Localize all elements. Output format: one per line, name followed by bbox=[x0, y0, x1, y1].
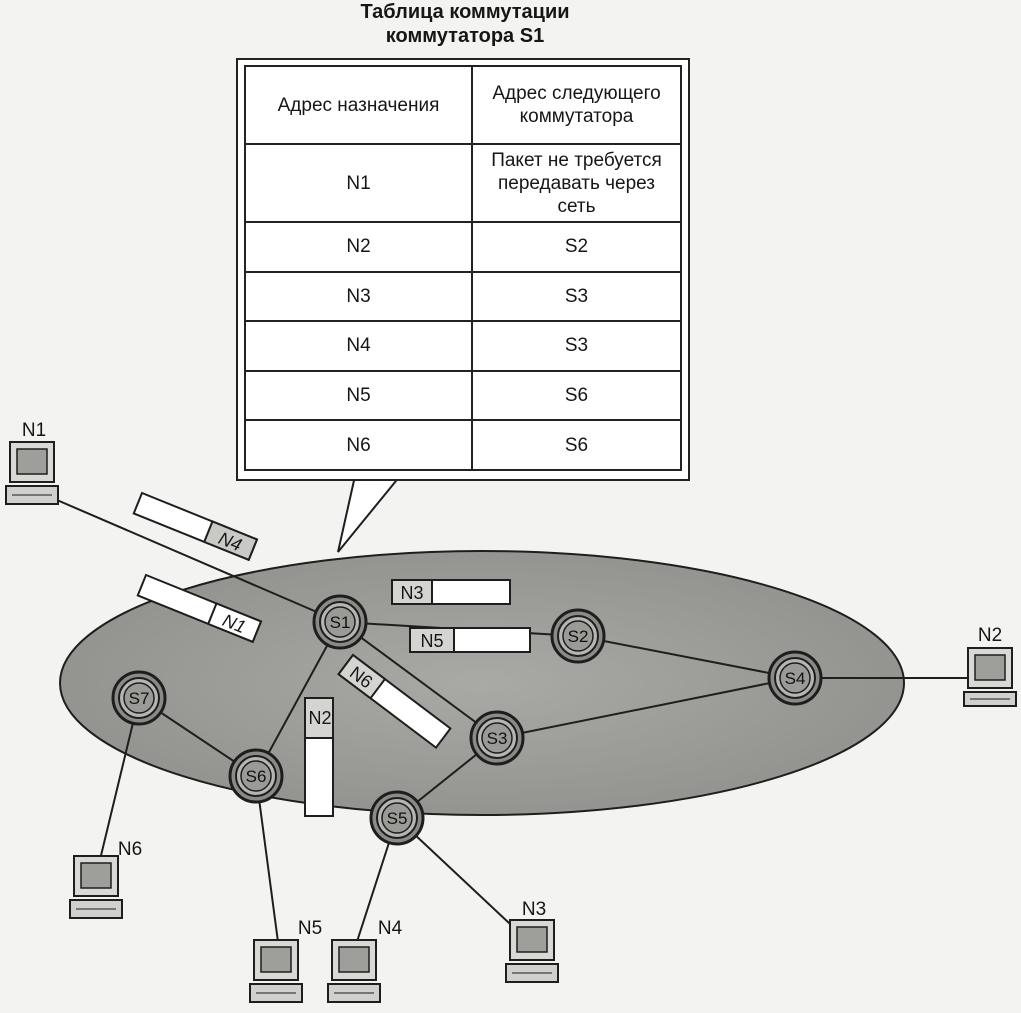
switching-table-box: Адрес назначения Адрес следующего коммут… bbox=[236, 58, 690, 481]
packet-n4: N4 bbox=[132, 491, 259, 562]
node-n4 bbox=[327, 939, 381, 1003]
node-n1-label: N1 bbox=[22, 420, 46, 441]
switching-table: Адрес назначения Адрес следующего коммут… bbox=[244, 65, 682, 471]
switch-s7-label: S7 bbox=[129, 689, 150, 708]
table-title-line2: коммутатора S1 bbox=[385, 25, 545, 47]
switches: S1 S2 S3 S4 bbox=[111, 594, 823, 846]
switch-s5-label: S5 bbox=[387, 809, 408, 828]
cell-next-switch: Пакет не требуется передавать через сеть bbox=[471, 143, 682, 223]
node-n2 bbox=[963, 647, 1017, 707]
switch-s4-label: S4 bbox=[785, 669, 806, 688]
switch-s3-label: S3 bbox=[487, 729, 508, 748]
switch-s2-label: S2 bbox=[568, 627, 589, 646]
switch-s4: S4 bbox=[767, 650, 823, 706]
link-n5-s6 bbox=[255, 775, 281, 958]
node-n2-label: N2 bbox=[978, 625, 1002, 646]
node-n5 bbox=[249, 939, 303, 1003]
switch-s1-label: S1 bbox=[330, 613, 351, 632]
header-destination: Адрес назначения bbox=[244, 65, 473, 145]
table-row: N2 S2 bbox=[244, 221, 682, 273]
cell-destination: N5 bbox=[244, 369, 473, 422]
table-row: N4 S3 bbox=[244, 320, 682, 372]
computer-icon bbox=[963, 647, 1017, 707]
switch-s3: S3 bbox=[469, 710, 525, 766]
switch-s6: S6 bbox=[228, 748, 284, 804]
packet-n3: N3 bbox=[391, 579, 511, 605]
cell-destination: N6 bbox=[244, 419, 473, 471]
table-row: N1 Пакет не требуется передавать через с… bbox=[244, 143, 682, 223]
computer-icon bbox=[327, 939, 381, 1003]
cell-next-switch: S6 bbox=[471, 419, 682, 471]
packet-n3-label: N3 bbox=[400, 583, 423, 603]
node-n6 bbox=[69, 855, 123, 919]
node-n6-label: N6 bbox=[118, 839, 142, 860]
table-row: N6 S6 bbox=[244, 419, 682, 471]
cell-next-switch: S6 bbox=[471, 369, 682, 422]
packet-n2-label: N2 bbox=[308, 708, 331, 728]
cell-destination: N4 bbox=[244, 320, 473, 372]
header-next-switch: Адрес следующего коммутатора bbox=[471, 65, 682, 145]
table-row: N3 S3 bbox=[244, 270, 682, 323]
callout-pointer bbox=[337, 475, 403, 553]
packet-n5: N5 bbox=[409, 627, 531, 653]
link-s2-s4 bbox=[577, 635, 796, 679]
switch-s1: S1 bbox=[312, 594, 368, 650]
cell-destination: N2 bbox=[244, 221, 473, 273]
packet-n1: N1 bbox=[136, 573, 263, 644]
cell-destination: N3 bbox=[244, 270, 473, 323]
table-row: N5 S6 bbox=[244, 369, 682, 422]
link-n1-s1 bbox=[49, 496, 341, 623]
switch-s6-label: S6 bbox=[246, 767, 267, 786]
cell-next-switch: S3 bbox=[471, 320, 682, 372]
computer-icon bbox=[505, 919, 559, 983]
link-n3-s5 bbox=[396, 817, 525, 938]
switch-s7: S7 bbox=[111, 670, 167, 726]
switch-s5: S5 bbox=[369, 790, 425, 846]
cell-next-switch: S2 bbox=[471, 221, 682, 273]
cell-next-switch: S3 bbox=[471, 270, 682, 323]
table-title: Таблица коммутации коммутатора S1 bbox=[300, 0, 630, 48]
table-header-row: Адрес назначения Адрес следующего коммут… bbox=[244, 65, 682, 145]
packet-n5-label: N5 bbox=[420, 631, 443, 651]
switch-s2: S2 bbox=[550, 608, 606, 664]
computer-icon bbox=[5, 441, 59, 505]
node-n3-label: N3 bbox=[522, 899, 546, 920]
link-s3-s4 bbox=[496, 677, 796, 739]
link-n6-s7 bbox=[97, 697, 140, 869]
node-n5-label: N5 bbox=[298, 918, 322, 939]
link-s1-s6 bbox=[255, 621, 341, 777]
packet-n2: N2 bbox=[304, 697, 334, 817]
table-title-line1: Таблица коммутации bbox=[360, 1, 570, 23]
computer-icon bbox=[69, 855, 123, 919]
link-s1-s3 bbox=[339, 621, 498, 739]
node-n3 bbox=[505, 919, 559, 983]
cell-destination: N1 bbox=[244, 143, 473, 223]
node-n4-label: N4 bbox=[378, 918, 403, 939]
node-n1 bbox=[5, 441, 59, 505]
computer-icon bbox=[249, 939, 303, 1003]
